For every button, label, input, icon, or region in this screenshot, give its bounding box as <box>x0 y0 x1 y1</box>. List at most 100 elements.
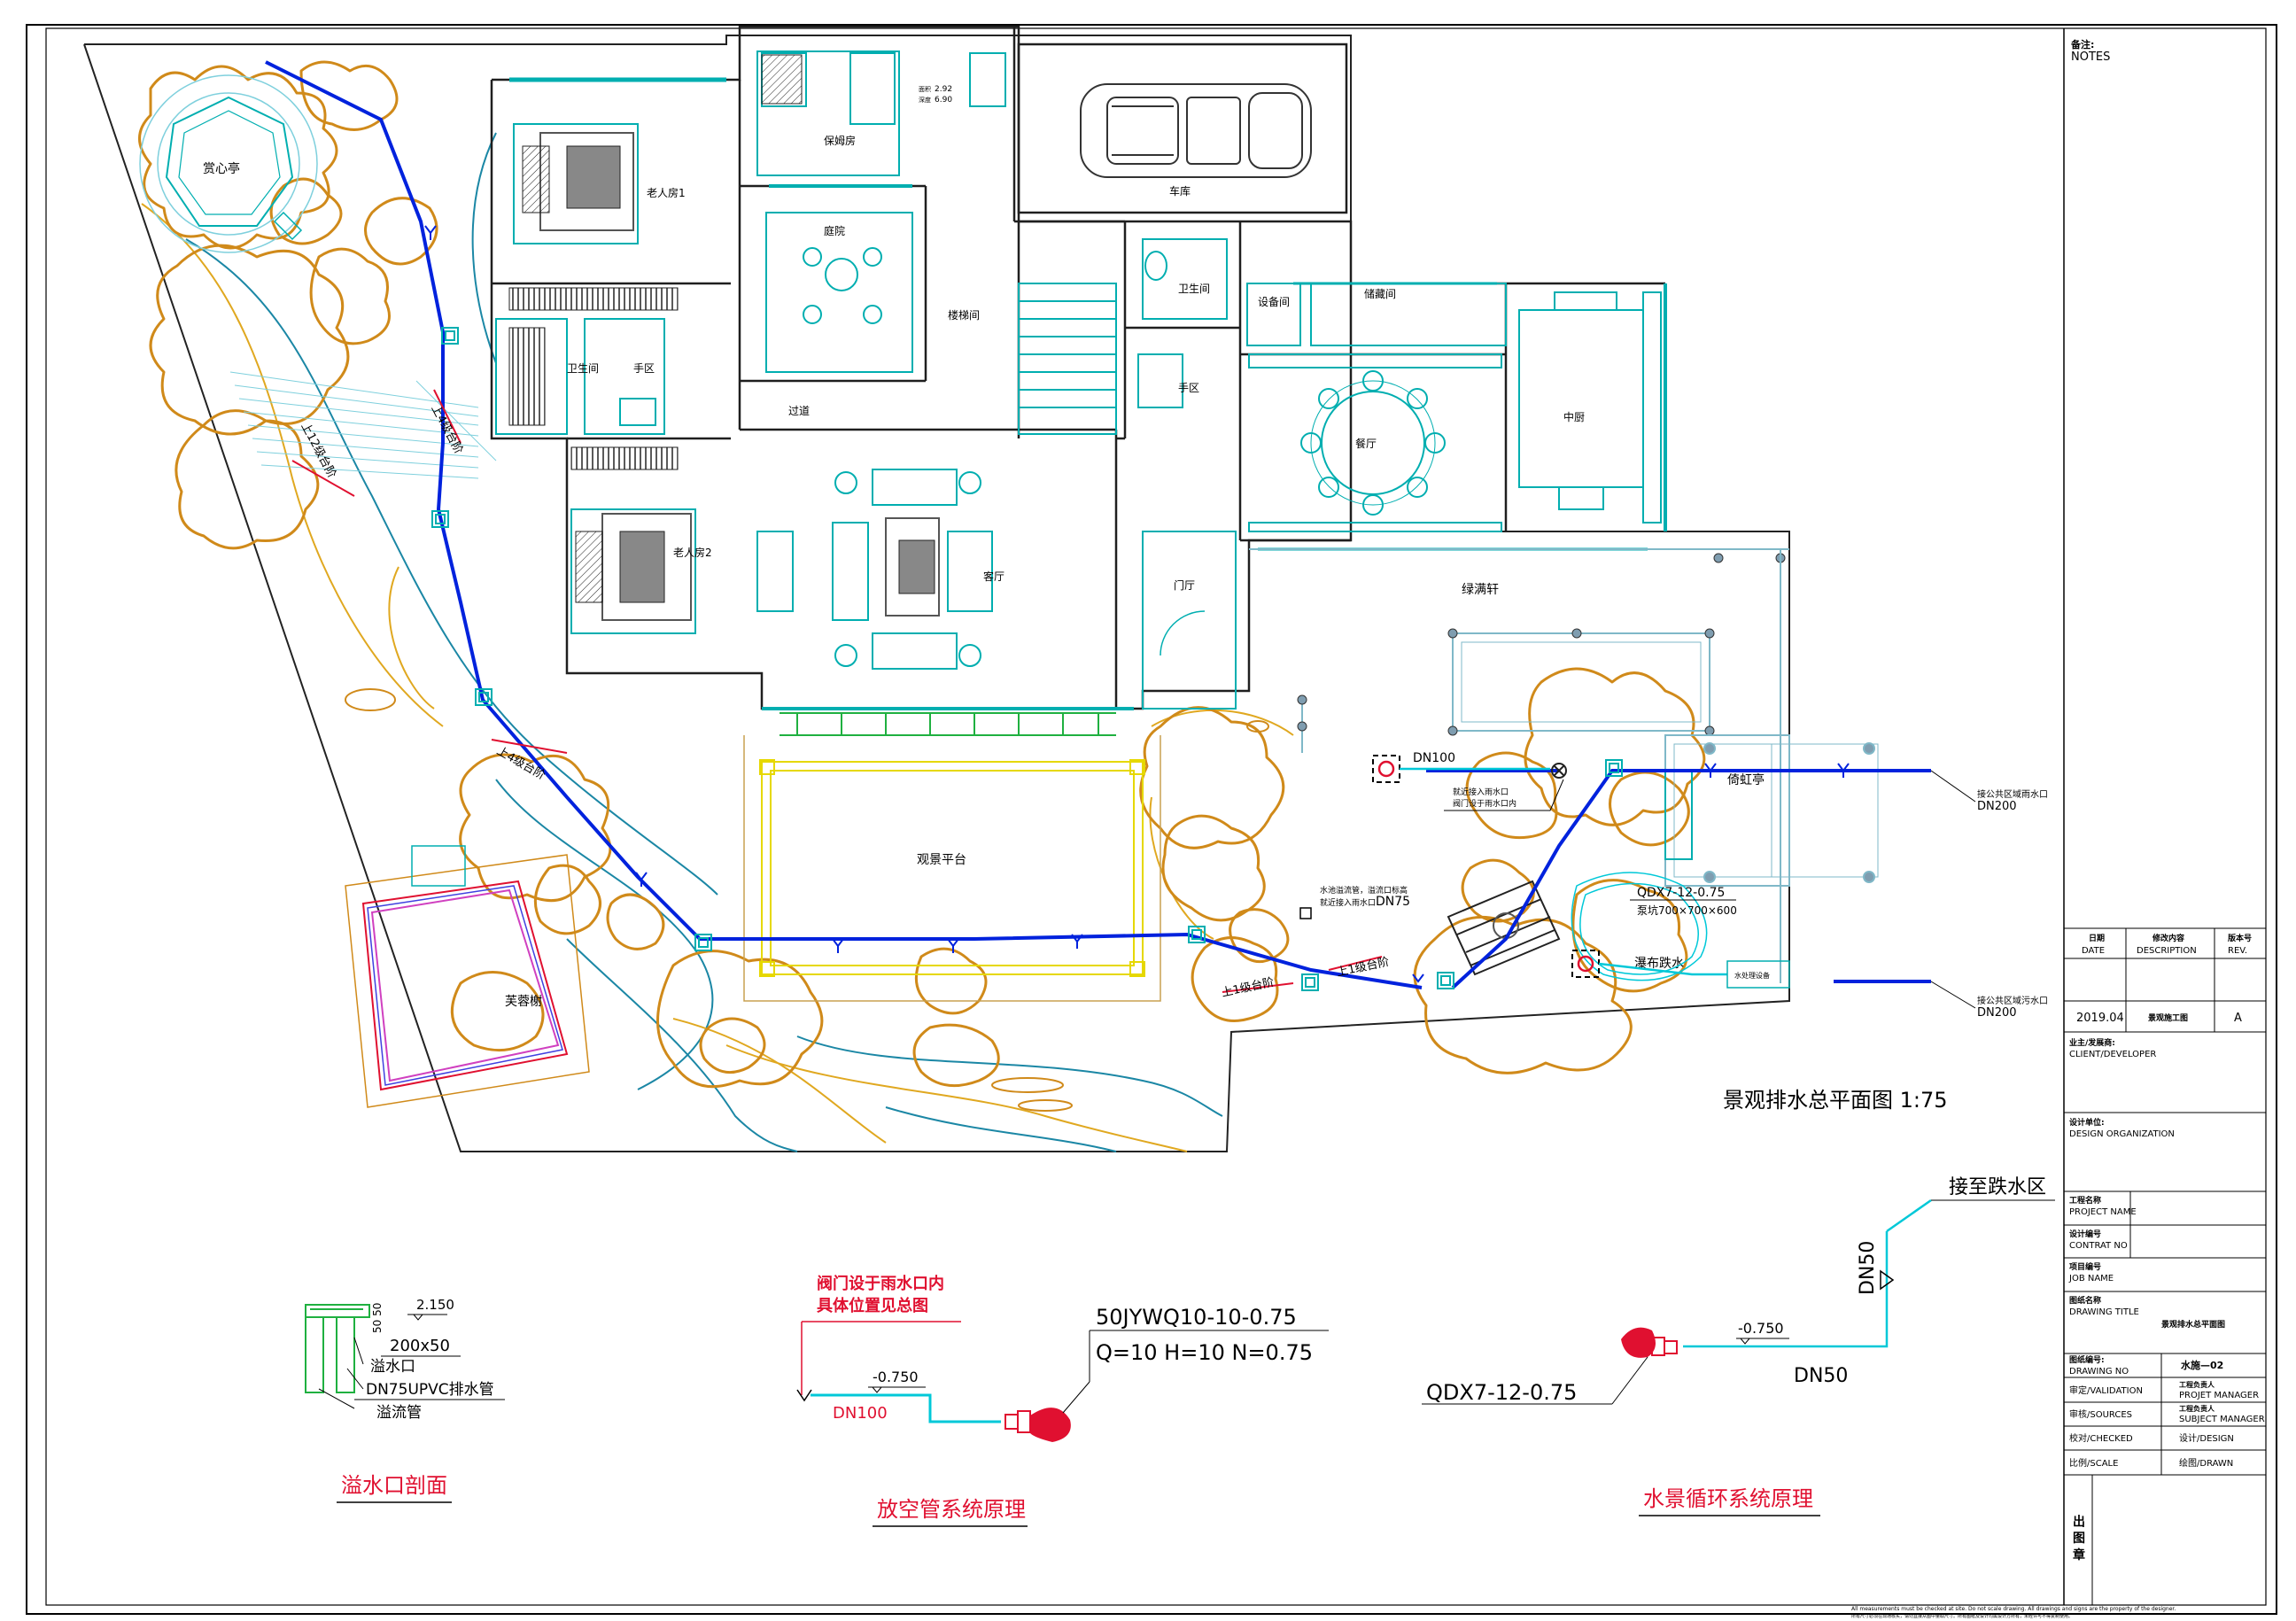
rev-row-date: 2019.04 <box>2076 1012 2124 1025</box>
circ-title: 水景循环系统原理 <box>1643 1486 1813 1511</box>
wardrobes <box>508 54 803 603</box>
vent-title: 放空管系统原理 <box>877 1497 1026 1522</box>
label-connect-municipal-sewer: 接公共区域污水口 <box>1977 995 2048 1006</box>
design-org-en: DESIGN ORGANIZATION <box>2069 1129 2175 1139</box>
circ-pump-model: QDX7-12-0.75 <box>1426 1380 1577 1405</box>
vent-elev: -0.750 <box>873 1369 919 1385</box>
validation-right-cn: 工程负责人 <box>2179 1380 2215 1389</box>
step-arrows <box>291 389 1383 993</box>
footer-note-cn: 所有尺寸必须在现场核实，请勿直接从图中量取尺寸。所有图纸及设计均属设计方所有，未… <box>1851 1613 2073 1619</box>
rev-rev-en: REV. <box>2228 946 2247 956</box>
label-dn75: DN75 <box>1376 895 1410 909</box>
rev-desc-en: DESCRIPTION <box>2137 946 2197 956</box>
pool-area <box>1571 872 1708 981</box>
label-connect-rain-2: 阀门设于雨水口内 <box>1453 798 1516 809</box>
label-dn200-a: DN200 <box>1977 800 2017 813</box>
overflow-name: 溢水口 <box>370 1358 415 1376</box>
landscape-curves <box>141 132 1294 1152</box>
room-labels: 老人房1 保姆房 车库 庭院 楼梯间 卫生间 手区 卫生间 手区 设备间 储藏间… <box>567 85 1585 592</box>
vent-pump-icon <box>1004 1408 1071 1442</box>
plan-title: 景观排水总平面图 1:75 <box>1723 1088 1948 1113</box>
platform-border <box>743 735 1161 1002</box>
drawing-no-en: DRAWING NO <box>2069 1367 2129 1377</box>
label-pit: 泵坑700×700×600 <box>1637 904 1737 917</box>
room-foyer: 门厅 <box>1174 578 1195 592</box>
step-label-4: 上1级台阶 <box>1221 976 1276 1000</box>
label-connect-municipal-rain: 接公共区域雨水口 <box>1977 788 2048 800</box>
pump-cyan-pipes <box>1400 767 1727 976</box>
label-pool-overflow-2: 就近接入雨水口 <box>1320 897 1376 908</box>
terrace-rail <box>780 712 1116 736</box>
title-block: 备注: NOTES 日期 DATE 修改内容 DESCRIPTION 版本号 R… <box>1851 28 2266 1619</box>
wardrobe-depth-value: 6.90 <box>935 96 952 105</box>
label-dn200-b: DN200 <box>1977 1006 2017 1020</box>
vent-pump-params: Q=10 H=10 N=0.75 <box>1096 1340 1313 1365</box>
detail-overflow: 2.150 50 50 200x50 溢水口 DN75UPVC排水管 溢流管 溢… <box>305 1297 505 1503</box>
room-garage: 车库 <box>1169 184 1191 198</box>
rev-date-cn: 日期 <box>2089 933 2105 943</box>
room-pavilion-nw: 赏心亭 <box>203 161 240 176</box>
drain-branch-symbols <box>424 225 1850 983</box>
overflow-size: 200x50 <box>390 1337 450 1355</box>
vent-note-2: 具体位置见总图 <box>817 1296 928 1315</box>
room-bath1: 卫生间 <box>567 362 599 375</box>
room-dining: 餐厅 <box>1355 437 1377 450</box>
checked-label: 校对/CHECKED <box>2069 1432 2133 1444</box>
rev-row-rev: A <box>2234 1012 2242 1025</box>
drain-lines <box>265 60 1931 989</box>
rev-row-desc: 景观施工图 <box>2148 1012 2188 1023</box>
sources-right-en: SUBJECT MANAGER <box>2179 1415 2265 1424</box>
circ-elev: -0.750 <box>1738 1320 1784 1337</box>
lvmanxuan-area <box>1249 548 1789 753</box>
wardrobe-area-value: 2.92 <box>935 85 952 94</box>
rev-desc-cn: 修改内容 <box>2152 933 2184 943</box>
job-en: JOB NAME <box>2068 1274 2114 1284</box>
scale-label: 比例/SCALE <box>2069 1457 2118 1469</box>
design-org-cn: 设计单位: <box>2069 1117 2105 1128</box>
step-label-5: 上1级台阶 <box>1336 956 1391 980</box>
drawn-label: 绘图/DRAWN <box>2179 1457 2233 1469</box>
pavilion-nw: 赏心亭 <box>139 74 318 253</box>
notes-label-en: NOTES <box>2071 50 2110 64</box>
room-equipment: 设备间 <box>1258 296 1290 308</box>
vent-pump-model: 50JYWQ10-10-0.75 <box>1096 1305 1297 1330</box>
drawing-title-cn: 图纸名称 <box>2069 1295 2101 1306</box>
room-viewing-platform: 观景平台 <box>917 853 966 867</box>
drawing-no-value: 水施—02 <box>2181 1359 2223 1371</box>
overflow-pipe: DN75UPVC排水管 <box>366 1381 494 1399</box>
vent-pipe: DN100 <box>833 1404 888 1423</box>
validation-right-en: PROJET MANAGER <box>2179 1391 2259 1400</box>
label-dn100: DN100 <box>1413 751 1455 765</box>
step-label-2: 上12级台阶 <box>298 421 337 481</box>
furong-pavilion <box>345 845 590 1108</box>
client-cn: 业主/发展商: <box>2069 1037 2115 1048</box>
room-wash1: 手区 <box>633 362 655 375</box>
client-en: CLIENT/DEVELOPER <box>2069 1050 2156 1059</box>
detail-circ: 接至跌水区 DN50 -0.750 DN50 QDX7-12-0.75 水景循环… <box>1422 1176 2055 1516</box>
room-stair: 楼梯间 <box>948 308 980 322</box>
site-boundary <box>83 35 1790 1152</box>
contract-cn: 设计编号 <box>2069 1229 2101 1239</box>
rev-date-en: DATE <box>2082 946 2105 956</box>
notes-label-cn: 备注: <box>2070 38 2094 50</box>
yihongting <box>1664 549 1879 983</box>
label-pool-overflow-1: 水池溢流管，溢流口标高 <box>1320 885 1408 896</box>
project-name-cn: 工程名称 <box>2069 1195 2101 1206</box>
job-cn: 项目编号 <box>2069 1261 2101 1272</box>
room-lvmanxuan: 绿满轩 <box>1462 583 1499 597</box>
lvmanxuan-posts <box>1297 553 1786 736</box>
validation-label: 审定/VALIDATION <box>2069 1384 2143 1396</box>
overflow-pipe-overflow: 溢流管 <box>376 1404 422 1422</box>
drawing-no-cn: 图纸编号: <box>2069 1354 2105 1365</box>
footer-note-en: All measurements must be checked at site… <box>1851 1606 2176 1612</box>
room-bath2: 卫生间 <box>1178 283 1210 295</box>
label-qdx: QDX7-12-0.75 <box>1637 886 1725 900</box>
room-nanny-room: 保姆房 <box>824 134 856 147</box>
sources-label: 审核/SOURCES <box>2069 1408 2132 1420</box>
rev-rev-cn: 版本号 <box>2227 933 2252 943</box>
sheet-inner-border <box>45 27 2267 1606</box>
room-courtyard: 庭院 <box>824 224 845 237</box>
wardrobe-area-label: 面积 <box>919 85 931 93</box>
garage-car-icon <box>1080 83 1312 178</box>
